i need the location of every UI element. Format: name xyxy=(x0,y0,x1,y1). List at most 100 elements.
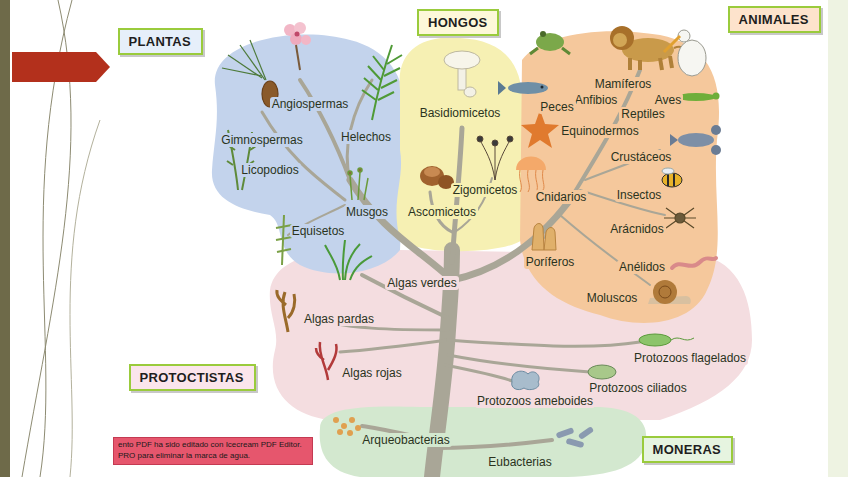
tree-branches xyxy=(448,340,640,346)
ciliate-drawing xyxy=(588,365,616,379)
frog-drawing xyxy=(530,31,570,54)
snail-drawing xyxy=(653,280,677,304)
kingdom-regions xyxy=(320,406,646,477)
moss-drawing xyxy=(348,168,368,200)
group-label: Arqueobacterias xyxy=(360,433,451,447)
kingdom-box: ANIMALES xyxy=(728,6,821,33)
horsetail-drawing xyxy=(276,215,292,265)
bee-drawing xyxy=(662,168,682,187)
bacteria-drawing xyxy=(578,426,595,440)
pine-drawing xyxy=(222,40,278,107)
tree-branches xyxy=(262,112,345,200)
kingdom-label: PLANTAS xyxy=(129,34,192,49)
frog-drawing xyxy=(540,31,546,37)
group-label: Basidiomicetos xyxy=(418,106,503,120)
moss-drawing xyxy=(348,171,352,175)
organism-drawings xyxy=(222,22,721,448)
kingdom-box: HONGOS xyxy=(417,9,499,36)
group-label: Eubacterias xyxy=(486,455,553,469)
mushroom-drawing xyxy=(464,87,476,97)
starfish-drawing xyxy=(521,110,559,148)
group-label: Protozoos ameboides xyxy=(475,394,595,408)
archaea-drawing xyxy=(349,417,355,423)
group-label: Aves xyxy=(653,93,683,107)
group-label: Musgos xyxy=(344,205,390,219)
archaea-drawing xyxy=(333,417,361,436)
mold-drawing xyxy=(507,136,513,142)
slide-decoration xyxy=(12,52,110,82)
mold-drawing xyxy=(480,140,510,180)
group-label: Arácnidos xyxy=(608,222,665,236)
bee-drawing xyxy=(662,168,674,174)
ciliate-drawing xyxy=(588,365,616,379)
sponge-drawing xyxy=(532,224,556,251)
archaea-drawing xyxy=(341,423,347,429)
bacteria-drawing xyxy=(566,438,585,448)
snail-drawing xyxy=(659,286,671,298)
pelican-drawing xyxy=(664,30,706,76)
red-algae-drawing xyxy=(316,342,337,380)
tree-branches xyxy=(445,365,515,382)
watermark-box: ento PDF ha sido editado con Icecream PD… xyxy=(113,437,313,465)
group-label: Equinodermos xyxy=(559,124,640,138)
flower-drawing xyxy=(295,32,300,37)
mold-drawing xyxy=(492,140,498,146)
kingdom-box: MONERAS xyxy=(642,436,733,463)
group-label: Licopodios xyxy=(239,163,300,177)
group-label: Poríferos xyxy=(524,255,577,269)
group-label: Moluscos xyxy=(585,291,640,305)
tree-branches xyxy=(437,440,552,448)
horsetail-drawing xyxy=(282,215,284,265)
archaea-drawing xyxy=(347,430,353,436)
fish-drawing xyxy=(498,81,506,95)
lion-drawing xyxy=(630,56,672,70)
tree-branches xyxy=(340,340,448,352)
snail-drawing xyxy=(648,280,691,304)
archaea-drawing xyxy=(355,425,361,431)
lobster-drawing xyxy=(711,145,721,155)
pelican-drawing xyxy=(678,40,706,76)
slide-decoration xyxy=(828,0,848,477)
kingdom-box: PROTOCTISTAS xyxy=(129,364,256,391)
group-label: Zigomicetos xyxy=(451,183,520,197)
red-algae-drawing xyxy=(316,342,337,380)
kingdom-regions xyxy=(520,31,719,323)
green-algae-drawing xyxy=(325,240,372,280)
flagellate-drawing xyxy=(639,334,671,346)
kingdom-regions xyxy=(212,34,406,273)
cup-fungus-drawing xyxy=(420,166,454,189)
lion-drawing xyxy=(610,26,634,50)
archaea-drawing xyxy=(337,429,343,435)
lobster-drawing xyxy=(711,125,721,135)
group-label: Mamíferos xyxy=(593,77,654,91)
group-label: Peces xyxy=(538,100,575,114)
watermark-text: ento PDF ha sido editado con Icecream PD… xyxy=(118,440,308,462)
cup-fungus-drawing xyxy=(424,167,440,177)
jellyfish-drawing xyxy=(516,157,546,171)
slide-decoration xyxy=(70,120,100,477)
group-label: Cnidarios xyxy=(534,190,589,204)
kingdom-label: HONGOS xyxy=(428,15,488,30)
lobster-drawing xyxy=(670,134,678,146)
kingdom-label: PROTOCTISTAS xyxy=(140,370,245,385)
tree-branches xyxy=(262,70,665,477)
spider-drawing xyxy=(664,208,696,228)
jellyfish-drawing xyxy=(520,170,544,192)
kingdom-box: PLANTAS xyxy=(118,28,203,55)
flower-drawing xyxy=(296,45,300,70)
starfish-drawing xyxy=(521,110,559,148)
brown-algae-drawing xyxy=(277,290,295,332)
bee-drawing xyxy=(662,173,682,187)
moss-drawing xyxy=(358,168,362,172)
lobster-drawing xyxy=(670,125,721,155)
group-label: Ascomicetos xyxy=(406,205,478,219)
group-label: Protozoos flagelados xyxy=(632,351,748,365)
fish-drawing xyxy=(508,82,548,94)
group-label: Protozoos ciliados xyxy=(587,381,688,395)
lion-drawing xyxy=(613,33,627,47)
group-label: Anélidos xyxy=(617,260,667,274)
bee-drawing xyxy=(668,174,674,186)
